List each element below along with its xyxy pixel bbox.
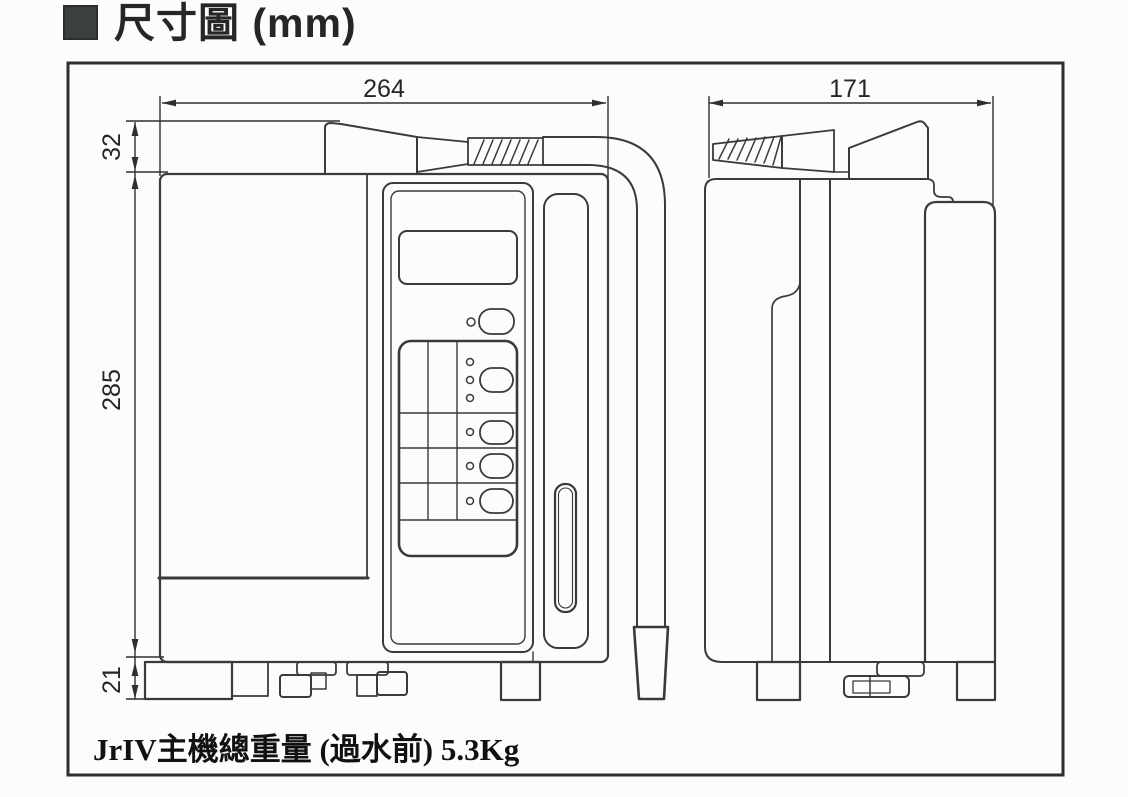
square-bullet-icon [63,5,98,40]
dimension-annotations: 264 171 32 285 21 [98,75,994,700]
dim-front-top: 32 [98,133,126,161]
page-title-row: 尺寸圖 (mm) [63,0,357,48]
dim-front-base: 21 [98,666,126,694]
page-title: 尺寸圖 (mm) [114,0,357,46]
side-view-drawing [704,120,997,702]
diagram-frame [66,61,1065,777]
front-view-drawing [143,122,670,702]
weight-caption: JrIV主機總重量 (過水前) 5.3Kg [93,732,520,767]
dim-front-body: 285 [98,369,126,411]
dim-front-width: 264 [363,75,405,103]
dim-side-depth: 171 [829,75,871,103]
